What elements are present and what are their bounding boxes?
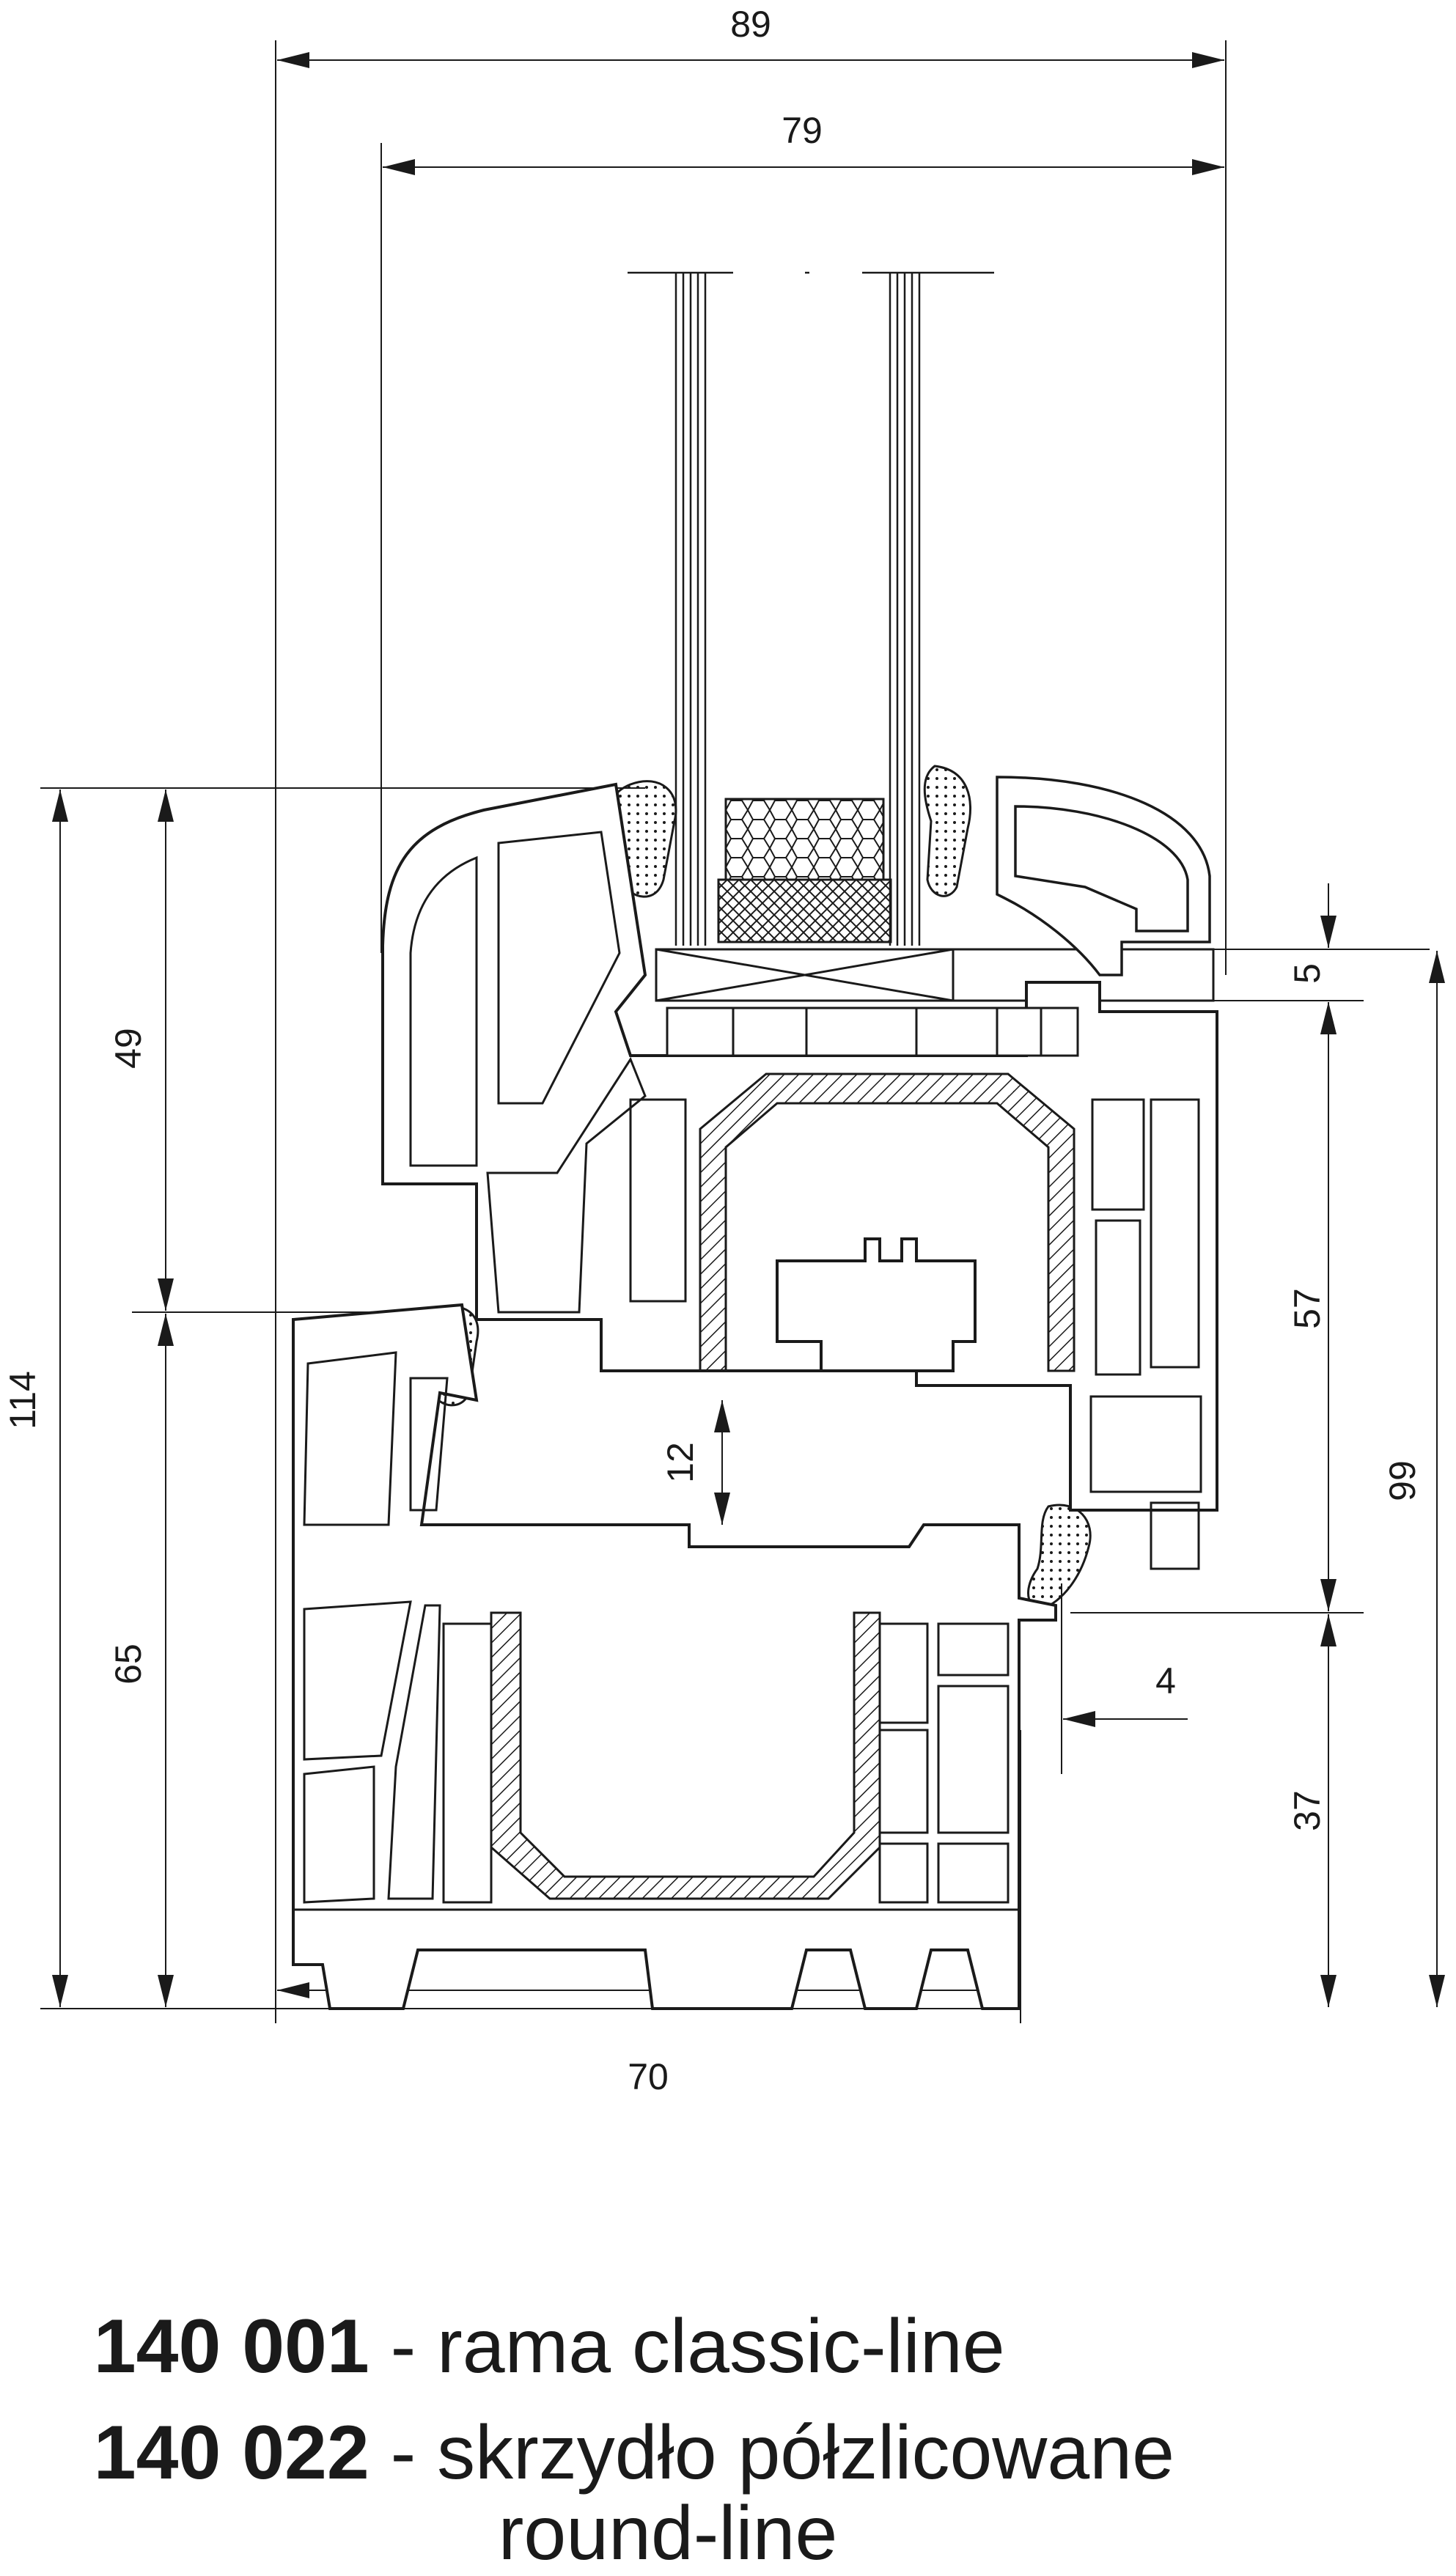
- dim-label-5: 5: [1287, 963, 1328, 984]
- glazing-bead: [996, 776, 1211, 976]
- dim-label-49: 49: [108, 1028, 149, 1069]
- window-profile-drawing: 89 79 70 4 114 49 65 12 5 57 37 99: [2, 4, 1445, 2097]
- sash-profile: [381, 782, 1218, 1570]
- glazing-unit: [628, 271, 994, 946]
- frame-reinforcement: [490, 1611, 881, 1900]
- caption-code-2: 140 022: [93, 2410, 369, 2495]
- caption-line-1: 140 001 - rama classic-line: [51, 2232, 1005, 2385]
- dim-label-89: 89: [730, 4, 771, 45]
- dim-label-79: 79: [782, 110, 823, 151]
- dim-label-37: 37: [1287, 1790, 1328, 1831]
- caption-code-1: 140 001: [93, 2304, 369, 2389]
- sash-stem: [776, 1237, 977, 1372]
- frame-gasket: [1027, 1504, 1092, 1611]
- dim-label-99: 99: [1382, 1460, 1423, 1501]
- spacer-bar: [717, 798, 892, 943]
- dim-label-65: 65: [108, 1644, 149, 1685]
- dim-label-4: 4: [1155, 1660, 1176, 1701]
- glazing-block: [655, 948, 1215, 1002]
- extension-lines: [40, 40, 1430, 2023]
- caption-description-1: rama classic-line: [437, 2304, 1005, 2389]
- frame-profile: [292, 1303, 1057, 2010]
- caption-separator-1: -: [369, 2304, 438, 2389]
- caption-separator-2: -: [369, 2410, 438, 2495]
- dim-label-57: 57: [1287, 1288, 1328, 1329]
- caption-line-3: round-line: [456, 2419, 838, 2572]
- dim-label-70: 70: [628, 2056, 669, 2097]
- dim-label-12: 12: [660, 1442, 701, 1483]
- sash-reinforcement: [699, 1072, 1076, 1372]
- glass-gasket-right: [923, 765, 972, 897]
- caption-line-2: 140 022 - skrzydło półzlicowane: [51, 2338, 1174, 2491]
- dimension-labels: 89 79 70 4 114 49 65 12 5 57 37 99: [2, 4, 1423, 2097]
- dim-label-114: 114: [2, 1371, 43, 1429]
- caption-description-2: skrzydło półzlicowane: [437, 2410, 1174, 2495]
- caption-description-3: round-line: [498, 2491, 838, 2576]
